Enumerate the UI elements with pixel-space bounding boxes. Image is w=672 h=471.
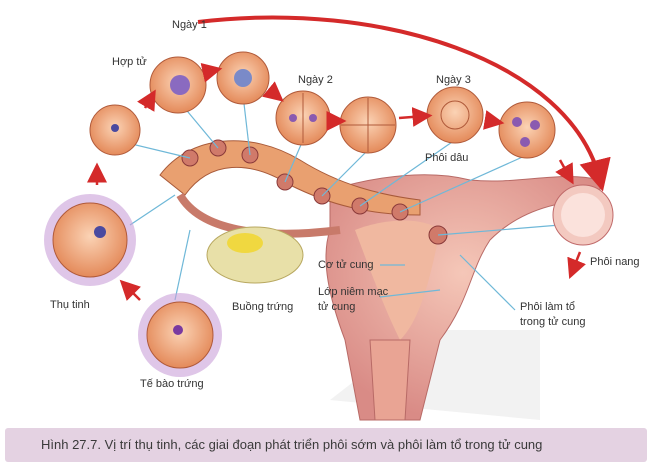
zygote-cell [149,56,207,114]
label-implantation-1: Phôi làm tổ [520,301,576,313]
cell-day3 [426,86,484,144]
ovary [206,226,304,284]
morula-cell [498,101,556,159]
label-day1: Ngày 1 [172,19,207,31]
uterus [325,174,601,421]
label-zygote: Hợp tử [112,56,147,68]
label-day2: Ngày 2 [298,74,333,86]
label-egg-cell: Tế bào trứng [140,378,204,390]
label-endometrium-1: Lớp niêm mạc [318,286,389,298]
cell-stage-1 [89,104,141,156]
label-uterine-muscle: Cơ tử cung [318,259,374,271]
egg-cell [138,293,222,377]
cell-four-stage [339,96,397,154]
label-blastocyst: Phôi nang [590,256,640,268]
progression-arrows [87,15,611,301]
fertilization-cell [44,194,136,286]
blastocyst-cell [552,184,614,246]
figure-caption: Hình 27.7. Vị trí thụ tinh, các giai đoạ… [5,428,647,462]
label-implantation-2: trong tử cung [520,316,586,328]
label-endometrium-2: tử cung [318,301,356,313]
label-ovary: Buồng trứng [232,301,294,313]
cell-two-stage [216,51,270,105]
label-morula: Phôi dâu [425,152,469,164]
label-day3: Ngày 3 [436,74,471,86]
cell-day2 [275,90,331,146]
label-fertilization: Thụ tinh [50,299,90,311]
